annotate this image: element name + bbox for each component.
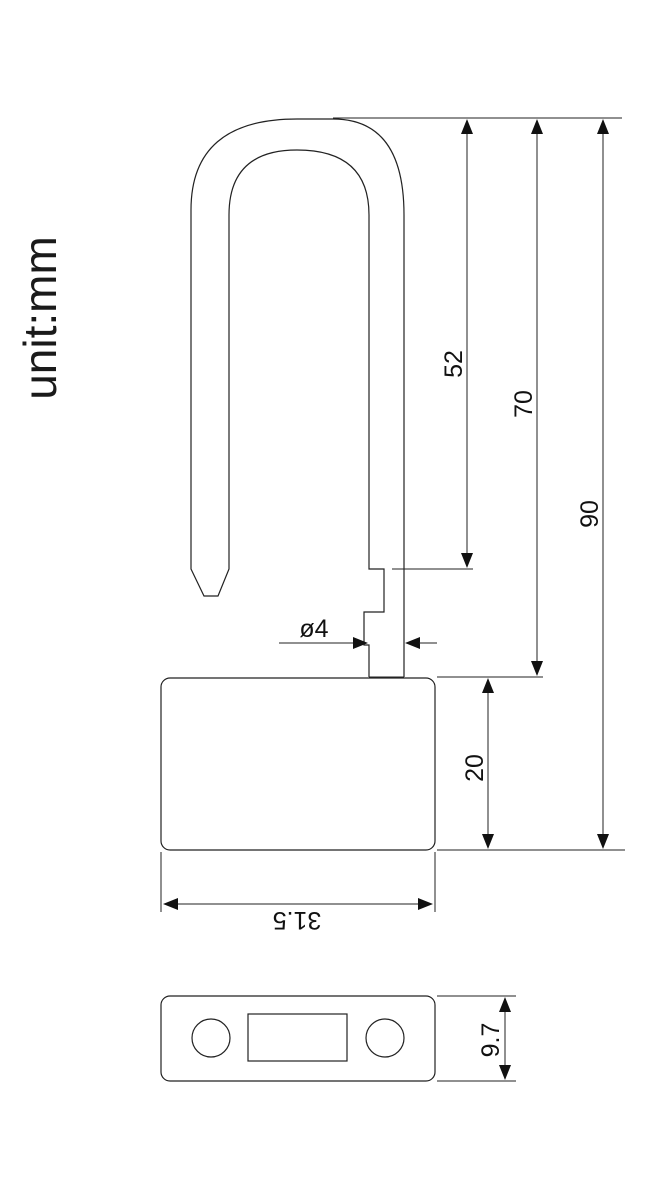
dim-dia-label: ø4	[299, 615, 328, 643]
dim-20-arrow-bottom	[482, 834, 494, 849]
dim-52-arrow-bottom	[461, 553, 473, 568]
dimension-70: 70	[510, 119, 543, 676]
shackle	[190, 118, 405, 678]
dim-31-5-arrow-left	[163, 898, 178, 910]
dim-90-label: 90	[576, 500, 604, 528]
bottom-view-left-hole	[191, 1018, 231, 1058]
lock-body-bottom-view	[160, 995, 436, 1082]
dim-70-arrow-bottom	[531, 661, 543, 676]
dim-20-arrow-top	[482, 678, 494, 693]
unit-label: unit:mm	[14, 236, 66, 400]
dim-31-5-arrow-right	[418, 898, 433, 910]
dimension-diameter-4: ø4	[279, 615, 437, 649]
unit-label-group: unit:mm	[14, 236, 66, 400]
dimension-9-7: 9.7	[477, 997, 511, 1080]
dim-70-label: 70	[510, 390, 538, 418]
dim-31-5-label: 31.5	[273, 906, 322, 934]
shackle-outer-outline	[190, 118, 405, 677]
dim-9-7-arrow-top	[499, 997, 511, 1012]
dimension-52: 52	[440, 119, 473, 568]
extension-lines	[160, 117, 625, 1082]
dim-9-7-arrow-bottom	[499, 1065, 511, 1080]
dimension-90: 90	[576, 119, 609, 849]
dim-90-arrow-bottom	[597, 834, 609, 849]
dim-52-label: 52	[440, 350, 468, 378]
bottom-view-outline	[160, 995, 436, 1082]
dim-90-arrow-top	[597, 119, 609, 134]
dimension-20: 20	[461, 678, 494, 849]
dim-9-7-label: 9.7	[477, 1023, 505, 1058]
bottom-view-right-hole	[365, 1018, 405, 1058]
dim-52-arrow-top	[461, 119, 473, 134]
dim-20-label: 20	[461, 754, 489, 782]
lock-body-front	[160, 677, 436, 851]
dim-dia-arrow-left	[353, 637, 368, 649]
dim-dia-arrow-right	[405, 637, 420, 649]
dimension-31-5: 31.5	[163, 898, 433, 934]
dim-70-arrow-top	[531, 119, 543, 134]
bottom-view-keyway	[247, 1013, 348, 1062]
